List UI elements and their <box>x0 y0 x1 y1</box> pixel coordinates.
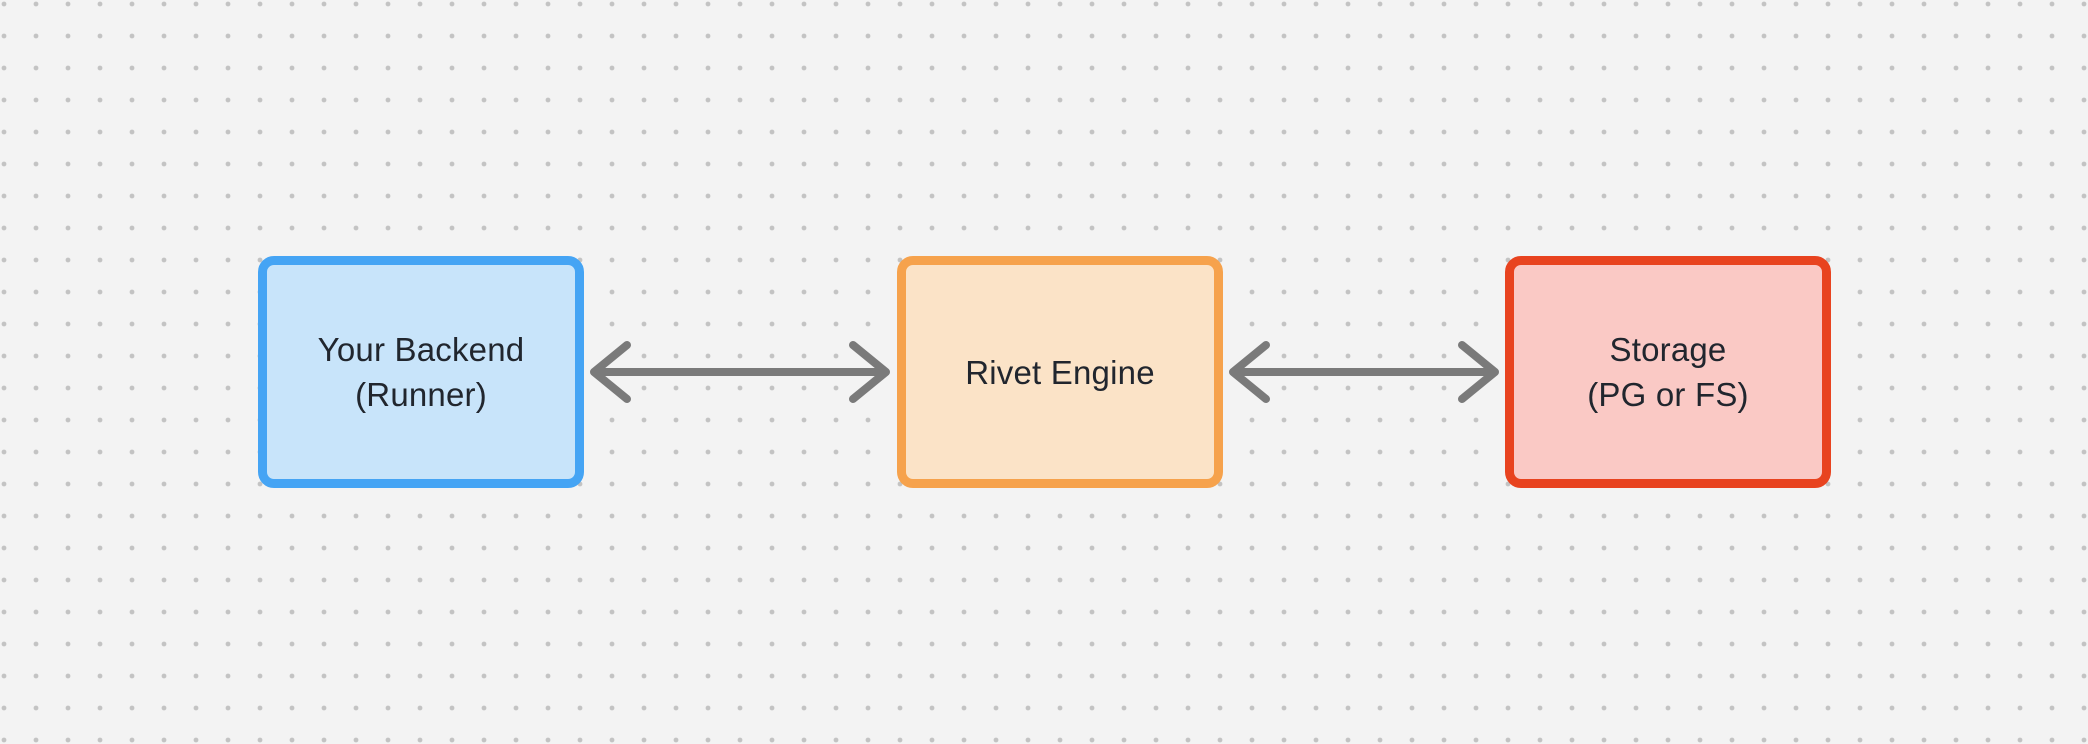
node-rivet-engine: Rivet Engine <box>897 256 1223 488</box>
double-arrow-engine-storage-icon <box>1229 341 1499 403</box>
node-storage: Storage (PG or FS) <box>1505 256 1831 488</box>
node-your-backend: Your Backend (Runner) <box>258 256 584 488</box>
node-storage-label-line1: Storage <box>1609 331 1727 368</box>
node-storage-label-line2: (PG or FS) <box>1587 376 1749 413</box>
node-your-backend-label-line1: Your Backend <box>317 331 525 368</box>
node-your-backend-label-line2: (Runner) <box>355 376 487 413</box>
double-arrow-backend-engine-icon <box>590 341 890 403</box>
node-rivet-engine-label-line1: Rivet Engine <box>965 353 1155 391</box>
